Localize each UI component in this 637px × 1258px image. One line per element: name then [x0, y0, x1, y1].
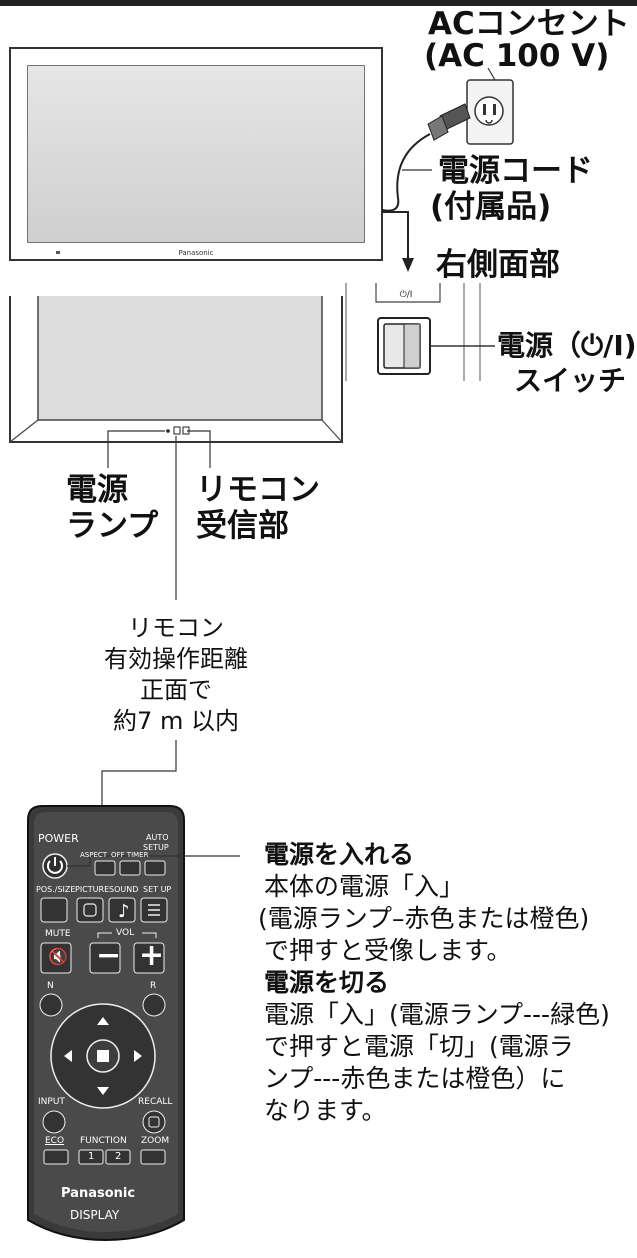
power-off-line-1: 電源「入」(電源ランプ---緑色) — [264, 1000, 610, 1029]
tv-bottom-closeup — [9, 296, 343, 443]
remote-f1-label: 1 — [88, 1151, 95, 1162]
power-on-line-1: 本体の電源「入」 — [264, 872, 465, 901]
eco-button[interactable] — [43, 1149, 69, 1165]
remote-vol-label: VOL — [116, 928, 135, 938]
receiver-label: リモコン — [196, 472, 320, 508]
function-2-button[interactable] — [105, 1149, 131, 1165]
recall-button[interactable] — [142, 1110, 166, 1134]
receiver-label-2: 受信部 — [196, 508, 289, 544]
range-line-1: リモコン — [128, 614, 224, 642]
remote-setup-button-label: SET UP — [143, 885, 172, 894]
power-cord-note: (付属品) — [430, 189, 552, 225]
right-side-label: 右側面部 — [436, 247, 560, 283]
remote-sound-label: SOUND — [109, 885, 139, 894]
mute-icon: 🔇 — [48, 947, 68, 966]
remote-zoom-label: ZOOM — [141, 1136, 170, 1146]
dpad-left-icon — [64, 1050, 72, 1062]
remote-function-label: FUNCTION — [80, 1136, 127, 1146]
power-button-leader — [67, 855, 240, 867]
power-off-title: 電源を切る — [264, 968, 390, 997]
remote-f2-label: 2 — [115, 1151, 122, 1162]
power-on-line-2: (電源ランプ–赤色または橙色) — [258, 904, 590, 933]
remote-auto-label: AUTO — [146, 833, 169, 842]
power-switch-label: 電源（⏻/I) — [497, 329, 637, 362]
remote-mute-label: MUTE — [45, 929, 71, 939]
remote-eco-label: ECO — [45, 1136, 65, 1146]
remote-n-label: N — [47, 981, 54, 991]
zoom-button[interactable] — [140, 1149, 166, 1165]
right-side-arrow — [382, 211, 414, 272]
power-off-line-3: ンプ---赤色または橙色）に — [264, 1064, 566, 1093]
vol-minus-label: − — [96, 938, 122, 973]
aspect-button[interactable] — [94, 860, 116, 876]
function-1-button[interactable] — [78, 1149, 104, 1165]
remote-brand-logo: Panasonic — [61, 1186, 136, 1201]
power-off-line-2: で押すと電源「切」(電源ラ — [264, 1032, 574, 1061]
power-lamp-label-2: ランプ — [66, 508, 159, 544]
ac-voltage-label: (AC 100 V) — [424, 38, 610, 74]
range-line-bottom — [101, 740, 177, 810]
power-lamp-leader — [107, 430, 165, 468]
remote-recall-label: RECALL — [138, 1097, 173, 1107]
remote-offtimer-label: OFF TIMER — [111, 851, 149, 859]
top-rule — [0, 0, 637, 6]
range-line-4: 約7 m 以内 — [113, 707, 239, 735]
power-cord-label: 電源コード — [438, 153, 593, 189]
power-on-line-3: で押すと受像します。 — [264, 936, 512, 965]
off-timer-button[interactable] — [119, 860, 141, 876]
vol-plus-label: + — [139, 938, 165, 973]
n-button[interactable] — [39, 993, 63, 1017]
input-button[interactable] — [42, 1110, 66, 1134]
power-off-line-4: なります。 — [264, 1096, 387, 1125]
note-icon: ♪ — [118, 901, 130, 922]
remote-picture-label: PICTURE — [75, 885, 110, 894]
tv-front-view: Panasonic — [9, 47, 383, 261]
ac-outlet-leader — [487, 67, 496, 81]
power-plug — [427, 103, 471, 141]
remote-setup-label: SETUP — [143, 843, 169, 852]
tv-brand-logo: Panasonic — [178, 249, 213, 257]
receiver-leader — [187, 430, 211, 468]
range-line-3: 正面で — [140, 676, 212, 704]
power-lamp-label: 電源 — [66, 472, 128, 508]
remote-pos-size-label: POS./SIZE — [36, 885, 76, 894]
sound-button[interactable] — [108, 897, 136, 923]
remote-aspect-label: ASPECT — [80, 851, 108, 859]
pos-size-button[interactable] — [40, 897, 68, 923]
power-switch-label-2: スイッチ — [514, 364, 627, 397]
vol-up-button[interactable] — [133, 942, 165, 974]
remote-input-label: INPUT — [38, 1097, 65, 1107]
r-button[interactable] — [142, 993, 166, 1017]
dpad-up-icon — [97, 1017, 109, 1025]
power-cord-line — [381, 133, 431, 212]
remote-power-label: POWER — [38, 832, 79, 845]
side-panel: ⏻/I — [345, 283, 481, 381]
picture-button[interactable] — [76, 897, 104, 923]
switch-symbol: ⏻/I — [400, 289, 413, 300]
remote-r-label: R — [150, 981, 157, 991]
remote-control — [27, 805, 185, 1242]
vol-down-button[interactable] — [89, 942, 121, 974]
auto-setup-button[interactable] — [144, 860, 166, 876]
dpad-right-icon — [134, 1050, 142, 1062]
dpad-down-icon — [97, 1087, 109, 1095]
power-on-title: 電源を入れる — [264, 840, 415, 869]
range-line-2: 有効操作距離 — [104, 645, 248, 673]
remote-model-label: DISPLAY — [70, 1208, 120, 1222]
ac-outlet — [466, 79, 514, 145]
ac-outlet-label: ACコンセント — [428, 6, 630, 42]
mute-button[interactable] — [40, 942, 72, 974]
power-lamp — [166, 429, 170, 433]
